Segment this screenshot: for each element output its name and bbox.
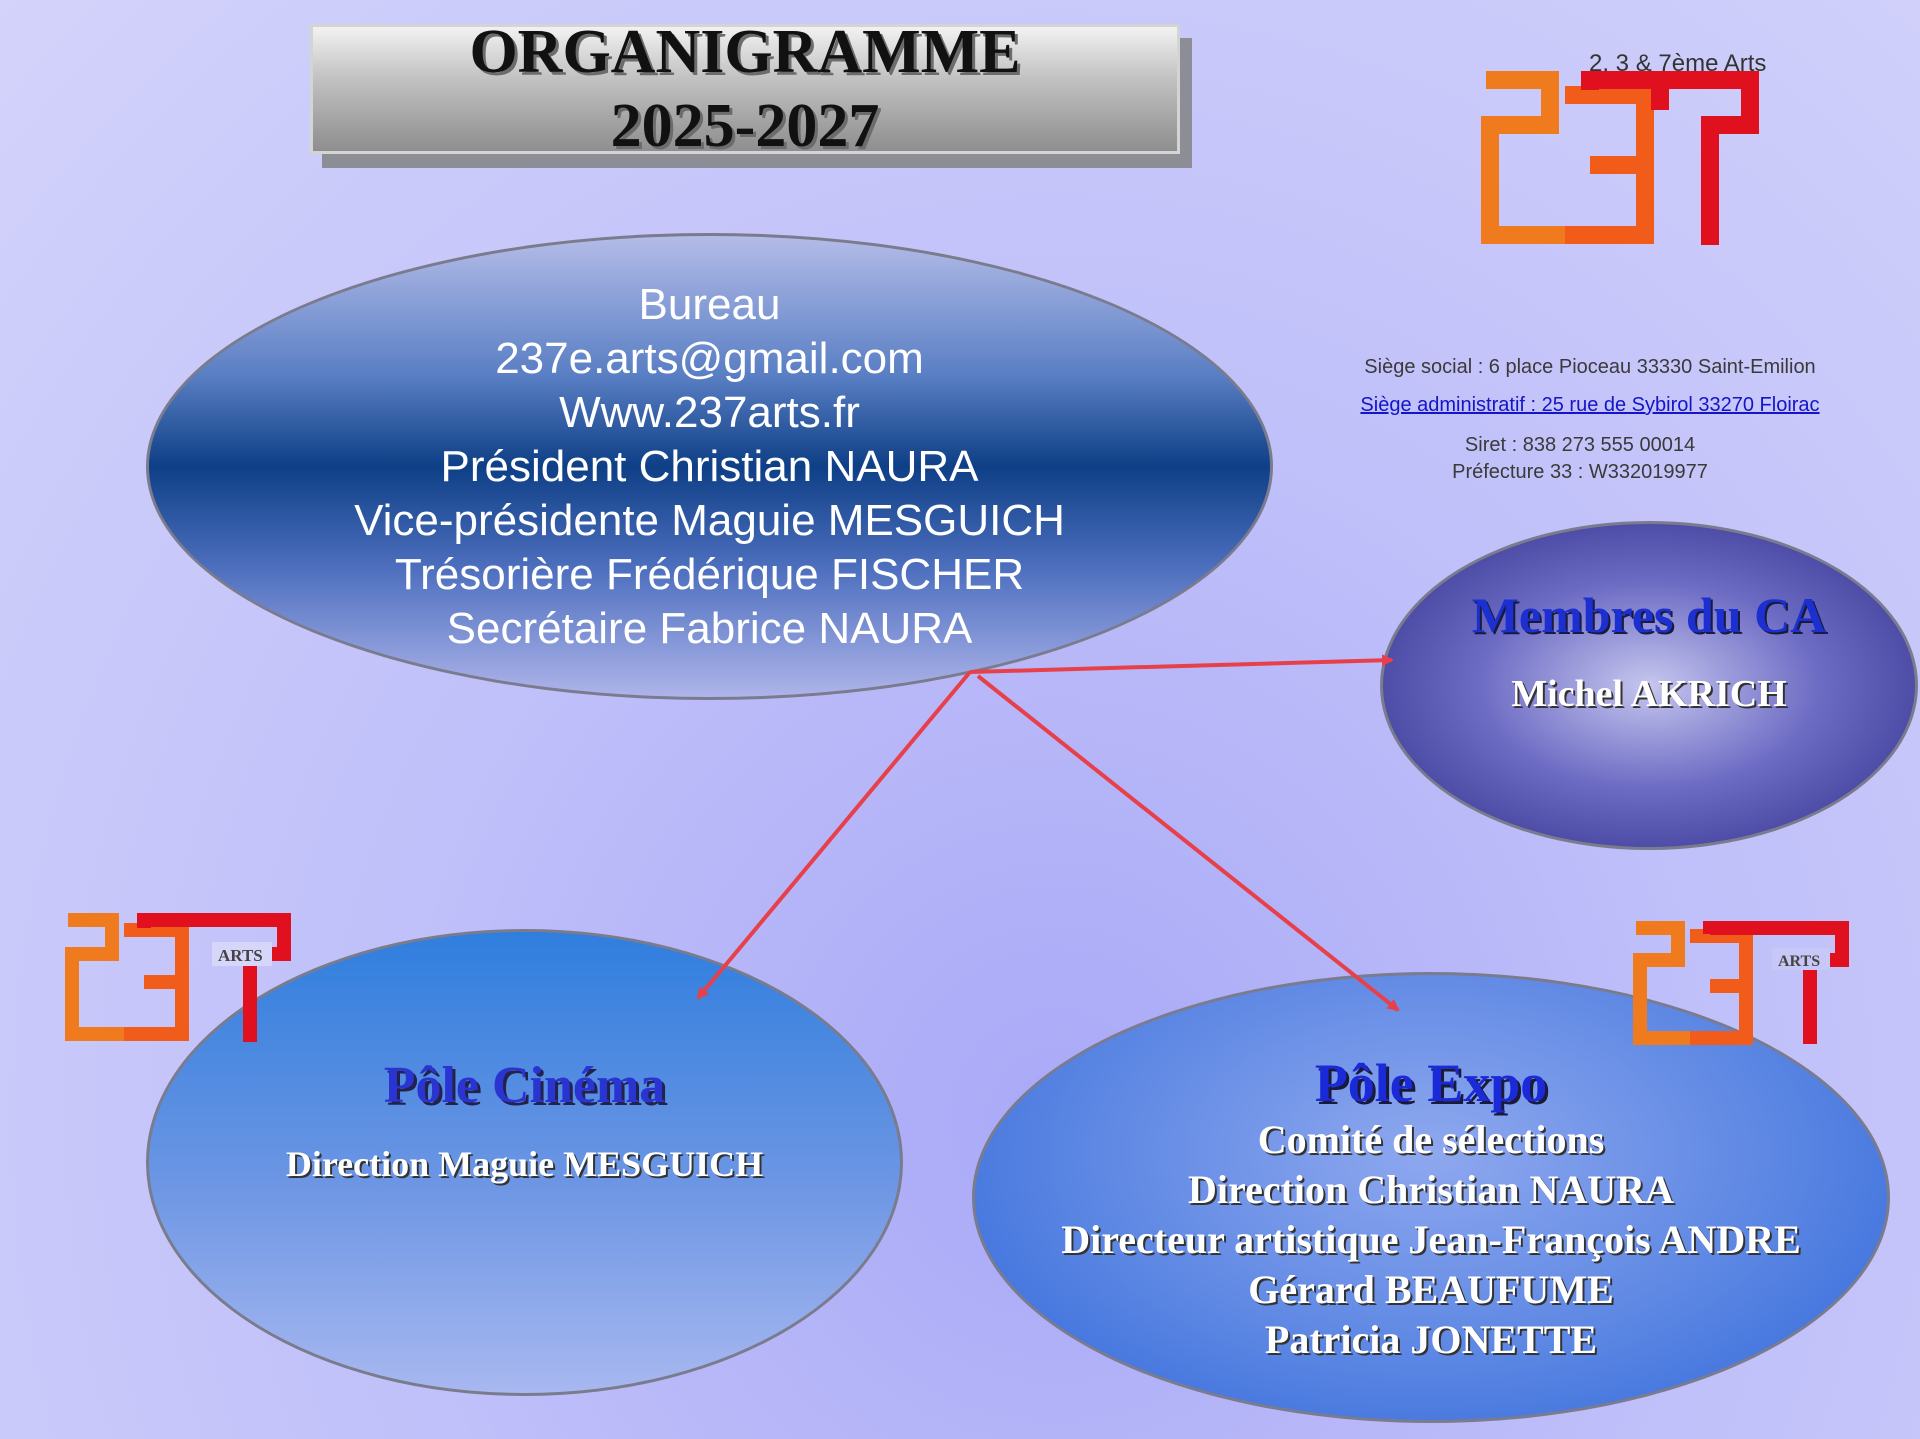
cinema-direction: Direction Maguie MESGUICH — [285, 1144, 764, 1184]
pole-expo-node: Pôle Expo Comité de sélections Direction… — [972, 972, 1890, 1423]
bureau-vice-president: Vice-présidente Maguie MESGUICH — [354, 495, 1065, 545]
237-logo-left: ARTS — [65, 913, 291, 1042]
arrow-to-cinema — [696, 670, 972, 1000]
expo-line: Direction Christian NAURA — [1188, 1167, 1674, 1212]
bureau-treasurer: Trésorière Frédérique FISCHER — [394, 549, 1025, 599]
bureau-website: Www.237arts.fr — [559, 387, 860, 437]
237-logo-main — [1481, 71, 1759, 245]
expo-line: Directeur artistique Jean-François ANDRE — [1061, 1217, 1801, 1262]
arrow-to-membres — [969, 654, 1394, 674]
bureau-line: Bureau — [638, 279, 781, 329]
arrow-to-expo — [976, 674, 1400, 1012]
bureau-secretary: Secrétaire Fabrice NAURA — [446, 603, 973, 653]
logo-left-badge: ARTS — [218, 946, 263, 965]
expo-heading: Pôle Expo — [1314, 1053, 1548, 1113]
prefecture: Préfecture 33 : W332019977 — [1452, 461, 1708, 483]
membres-heading: Membres du CA — [1471, 587, 1827, 643]
title-line-1: ORGANIGRAMME — [469, 18, 1021, 86]
expo-line: Gérard BEAUFUME — [1248, 1267, 1614, 1312]
title-line-2: 2025-2027 — [610, 92, 880, 160]
logo-right-badge: ARTS — [1778, 953, 1820, 970]
membres-ca-node: Membres du CA Michel AKRICH — [1380, 521, 1918, 850]
siege-administratif-text[interactable]: Siège administratif : 25 rue de Sybirol … — [1360, 394, 1820, 416]
bureau-node: Bureau 237e.arts@gmail.com Www.237arts.f… — [146, 233, 1273, 700]
siege-administratif-link[interactable]: Siège administratif : 25 rue de Sybirol … — [1330, 394, 1850, 417]
237-logo-right: ARTS — [1633, 921, 1849, 1045]
expo-line: Comité de sélections — [1257, 1117, 1605, 1162]
title-box: ORGANIGRAMME 2025-2027 — [310, 18, 1180, 160]
expo-line: Patricia JONETTE — [1264, 1317, 1598, 1362]
membres-member: Michel AKRICH — [1511, 673, 1787, 715]
siret: Siret : 838 273 555 00014 — [1464, 434, 1696, 456]
pole-cinema-node: Pôle Cinéma Direction Maguie MESGUICH — [146, 929, 903, 1396]
bureau-president: Président Christian NAURA — [440, 441, 979, 491]
cinema-heading: Pôle Cinéma — [383, 1057, 666, 1114]
bureau-email: 237e.arts@gmail.com — [495, 333, 924, 383]
siege-social: Siège social : 6 place Pioceau 33330 Sai… — [1364, 356, 1816, 378]
